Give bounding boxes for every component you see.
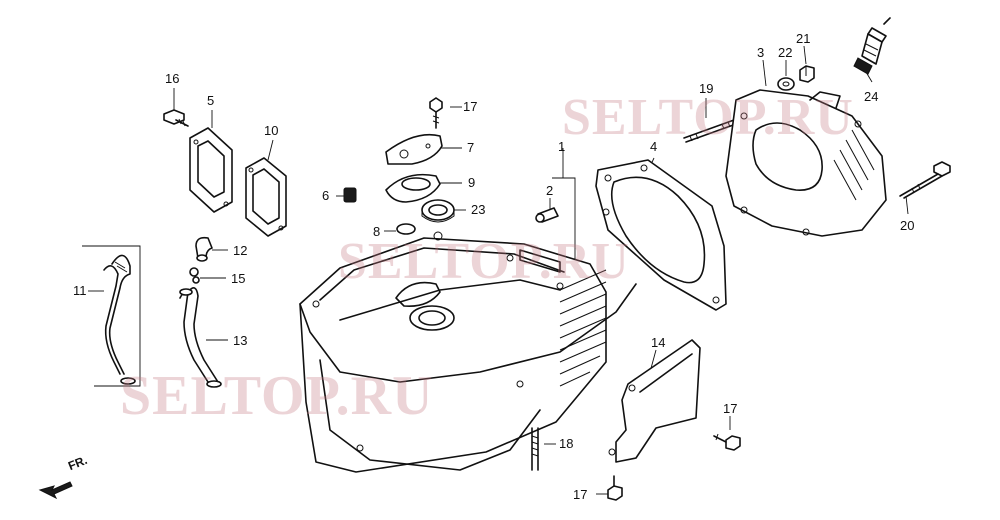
callout-20: 20 [900, 218, 915, 233]
callout-24: 24 [864, 89, 879, 104]
part-8-plug [396, 223, 416, 235]
callout-2: 2 [546, 183, 554, 198]
part-6-cap [343, 187, 357, 203]
callout-21: 21 [796, 31, 811, 46]
callout-22: 22 [778, 45, 793, 60]
part-9-gasket [385, 173, 441, 203]
part-5-gasket [189, 127, 233, 213]
callout-13: 13 [233, 333, 248, 348]
callout-15: 15 [231, 271, 246, 286]
part-2-dowel [535, 207, 559, 223]
part-22-washer [777, 77, 795, 91]
callout-11: 11 [73, 283, 87, 298]
part-16-bolt [163, 109, 189, 127]
callout-17: 17 [573, 487, 588, 502]
callout-14: 14 [651, 335, 666, 350]
callout-12: 12 [233, 243, 248, 258]
part-13-tube [179, 287, 222, 388]
part-19-stud [683, 119, 737, 143]
callout-17: 17 [463, 99, 478, 114]
part-4-head-gasket [595, 159, 727, 311]
callout-9: 9 [468, 175, 476, 190]
front-arrow-icon [38, 481, 73, 500]
part-7-plate [385, 133, 443, 165]
part-12-elbow [195, 236, 213, 262]
callout-6: 6 [322, 188, 330, 203]
callout-16: 16 [165, 71, 180, 86]
part-23-seal [421, 199, 455, 223]
callout-17: 17 [723, 401, 738, 416]
callout-7: 7 [467, 140, 475, 155]
part-20-bolt [899, 161, 951, 199]
part-10-gasket [245, 157, 287, 237]
part-18-stud [531, 427, 539, 471]
callout-19: 19 [699, 81, 714, 96]
callout-5: 5 [207, 93, 215, 108]
callout-3: 3 [757, 45, 765, 60]
callout-1: 1 [558, 139, 566, 154]
part-17-bolt-top [429, 97, 443, 129]
callout-18: 18 [559, 436, 574, 451]
part-1-crankcase [299, 231, 637, 473]
part-14-shroud [608, 339, 701, 463]
part-15-clip [189, 267, 200, 284]
callout-8: 8 [373, 224, 381, 239]
callout-23: 23 [471, 202, 486, 217]
part-17-bolt-bottom [607, 475, 623, 501]
part-21-nut [799, 65, 815, 83]
part-24-spark-plug [853, 17, 891, 75]
callout-10: 10 [264, 123, 279, 138]
part-3-cylinder-head [725, 89, 887, 237]
part-17-bolt-right [713, 433, 741, 451]
callout-4: 4 [650, 139, 658, 154]
part-11-tube [103, 254, 136, 385]
